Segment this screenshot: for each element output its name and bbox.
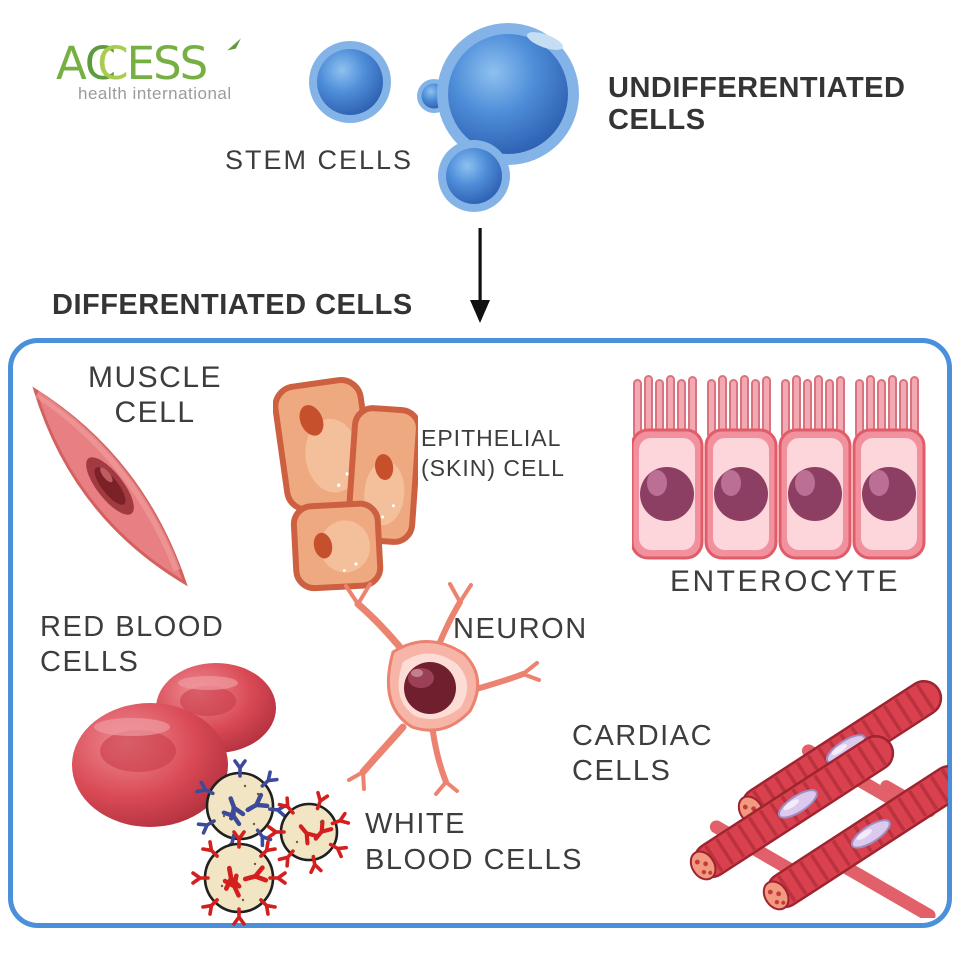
differentiated-cells-title: DIFFERENTIATED CELLS [52, 289, 413, 321]
muscle-cell-nucleus [86, 457, 134, 515]
enterocyte-cell-4 [854, 376, 924, 558]
stem-cell-bud-bottom [438, 140, 510, 212]
stem-cell-large [437, 23, 579, 165]
muscle-cell-label: MUSCLE CELL [55, 360, 255, 430]
wbc-label-line2: BLOOD CELLS [365, 844, 583, 876]
access-logo-wordmark: A C C E S S [56, 40, 256, 88]
undifferentiated-line1: UNDIFFERENTIATED [608, 72, 906, 104]
neuron-illustration [344, 582, 541, 796]
epithelial-label-line1: EPITHELIAL [421, 425, 562, 451]
logo-letter: E [126, 37, 155, 90]
stem-cells-illustration [309, 23, 579, 212]
cardiac-cells-label: CARDIAC CELLS [572, 719, 713, 789]
enterocyte-cell-1 [632, 376, 702, 558]
undifferentiated-cells-title: UNDIFFERENTIATED CELLS [608, 72, 905, 136]
enterocyte-label: ENTEROCYTE [669, 565, 901, 598]
epithelial-label-line2: (SKIN) CELL [421, 455, 565, 481]
logo-letter: S [179, 37, 209, 90]
neuron-label: NEURON [453, 613, 588, 645]
cardiac-cells-illustration [686, 660, 948, 918]
logo-letter: A [56, 37, 87, 90]
stem-cells-label: STEM CELLS [225, 145, 414, 175]
red-blood-cell-front [72, 703, 228, 827]
muscle-label-line1: MUSCLE [87, 361, 223, 394]
logo-subtitle: health international [78, 84, 232, 103]
logo-letter: C [84, 37, 116, 90]
rbc-label-line2: CELLS [40, 646, 140, 678]
muscle-cell-illustration [32, 386, 188, 587]
white-blood-cell-red-large [191, 830, 287, 926]
white-blood-cell-red-small [267, 790, 351, 875]
red-blood-cells-illustration [72, 663, 276, 827]
wbc-label-line1: WHITE [365, 808, 466, 840]
red-blood-cells-label: RED BLOOD CELLS [40, 610, 224, 680]
access-logo: A C C E S S health international [56, 40, 256, 104]
white-blood-cells-illustration [191, 759, 351, 926]
undifferentiated-line2: CELLS [608, 104, 706, 136]
epithelial-cell-3 [290, 500, 384, 592]
neuron-nucleus [404, 662, 456, 714]
logo-letter: S [153, 37, 182, 90]
enterocyte-illustration [632, 372, 927, 564]
enterocyte-cell-3 [780, 376, 850, 558]
enterocyte-cell-2 [706, 376, 776, 558]
cardiac-label-line1: CARDIAC [572, 720, 714, 752]
muscle-label-line2: CELL [114, 396, 196, 429]
logo-letter: C [97, 37, 128, 90]
rbc-label-line1: RED BLOOD [40, 611, 225, 643]
cardiac-label-line2: CELLS [572, 755, 672, 787]
epithelial-cells-illustration [273, 377, 418, 592]
white-blood-cells-label: WHITE BLOOD CELLS [365, 806, 583, 878]
down-arrow-icon [470, 228, 490, 323]
stem-cell-small [309, 41, 391, 123]
cardiac-fiber-2 [686, 730, 899, 886]
epithelial-cell-label: EPITHELIAL (SKIN) CELL [421, 423, 565, 483]
